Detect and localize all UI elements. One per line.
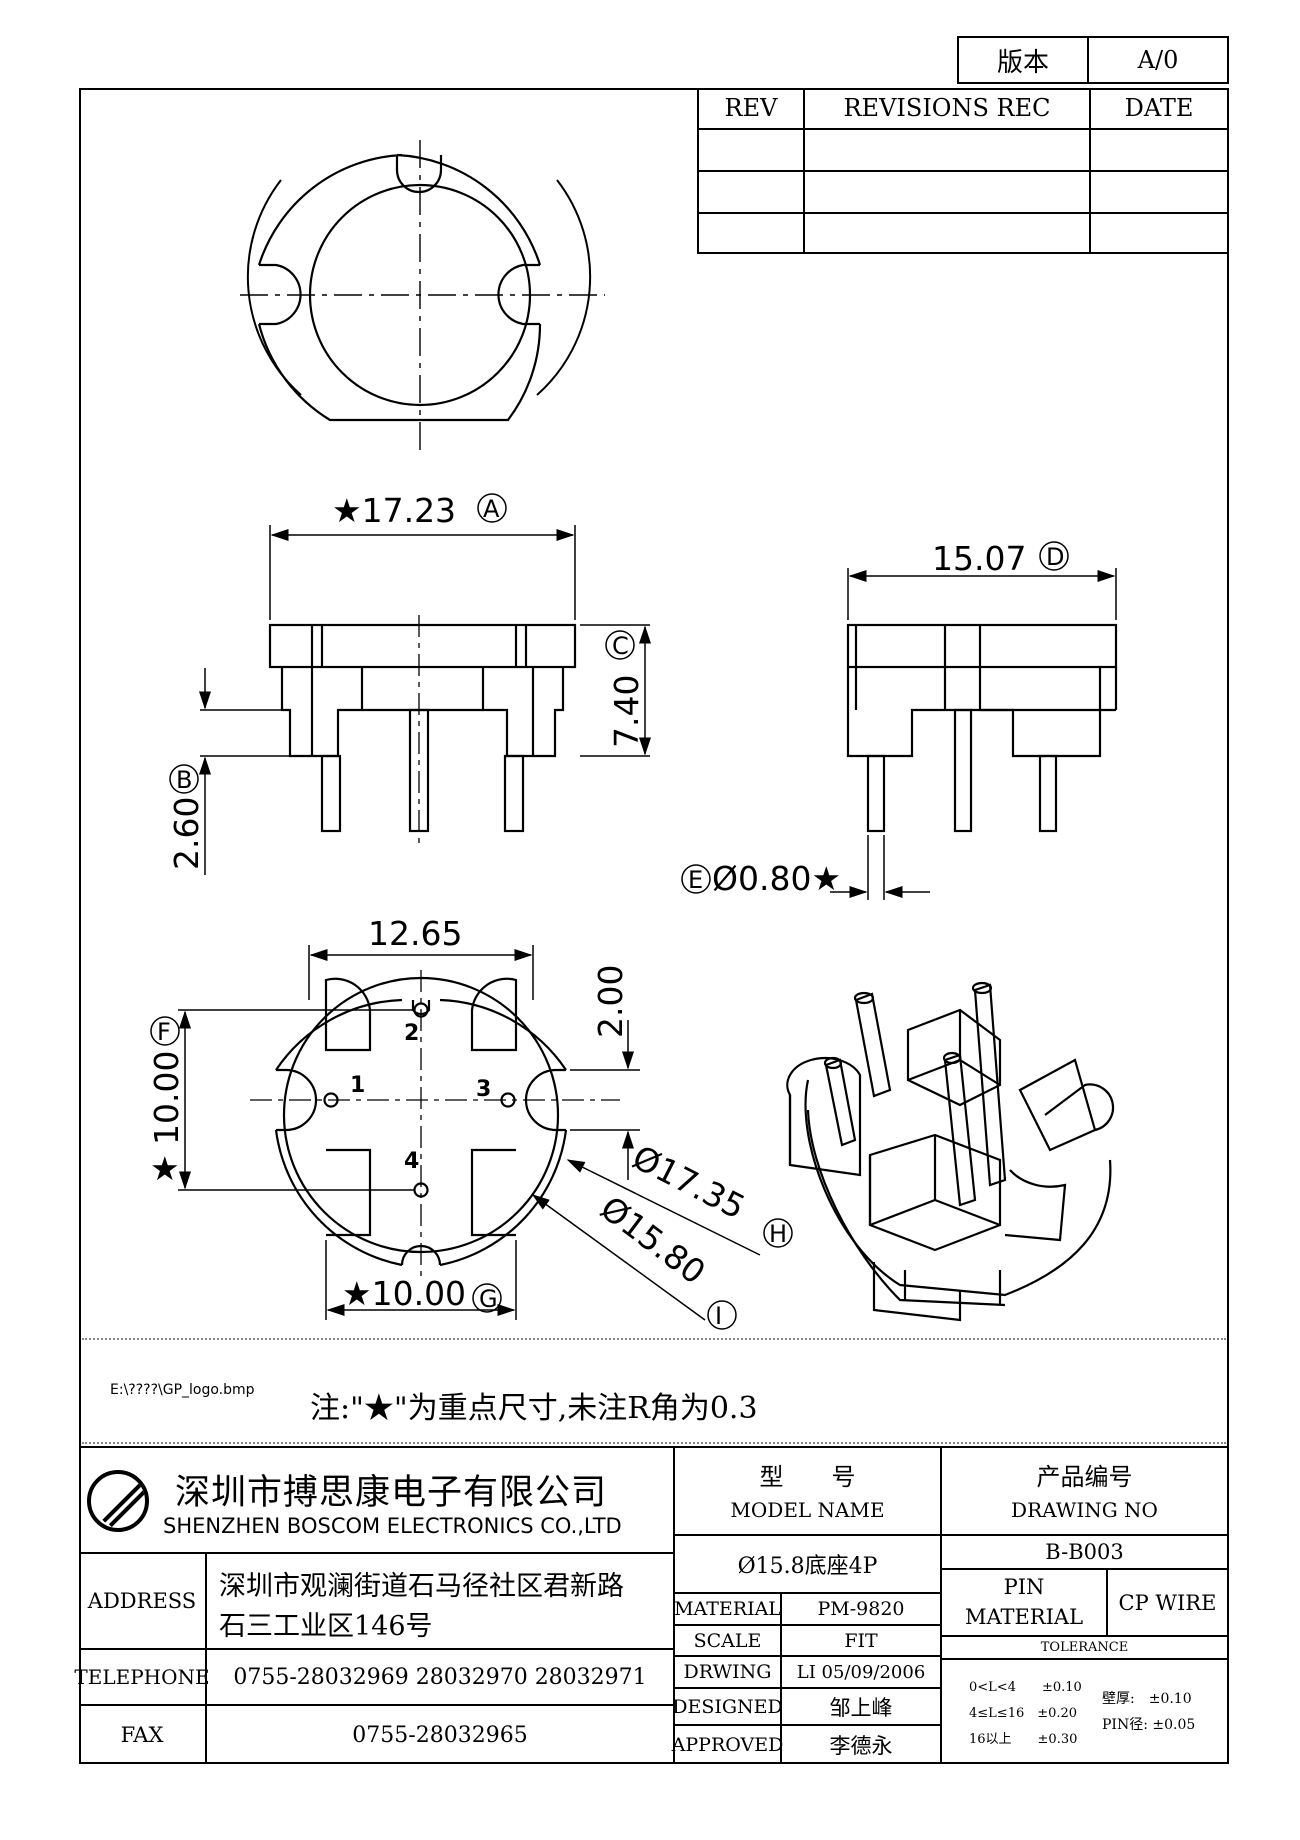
telephone-value: 0755-28032969 28032970 28032971	[233, 1664, 647, 1690]
tolerance-row-2: 4≤L≤16 ±0.20	[969, 1706, 1078, 1721]
dim-c-text: 7.40	[607, 675, 646, 748]
scale-value: FIT	[844, 1629, 878, 1652]
dim-width-bottom: 12.65	[368, 914, 462, 953]
front-view	[268, 615, 577, 845]
dimension-lines	[150, 493, 1117, 1330]
dim-c-tag: C	[612, 632, 629, 660]
isometric-view	[786, 981, 1115, 1322]
dim-a-text: ★17.23	[332, 491, 456, 530]
designed-label: DESIGNED	[672, 1695, 783, 1718]
material-label: MATERIAL	[674, 1598, 781, 1620]
revisions-rec-header: REVISIONS REC	[805, 88, 1091, 130]
dashed-rule	[82, 1338, 1226, 1340]
pin-material-label1: PIN	[1003, 1575, 1045, 1599]
address-line2: 石三工业区146号	[219, 1611, 433, 1642]
pin-4-label: 4	[404, 1149, 419, 1174]
dim-a-tag: A	[483, 495, 500, 523]
drawing-frame	[79, 88, 1229, 1764]
side-view	[846, 623, 1118, 833]
pin-1-label: 1	[350, 1073, 365, 1098]
dim-g-text: ★10.00	[342, 1274, 466, 1313]
fax-label: FAX	[120, 1723, 164, 1747]
tolerance-label: TOLERANCE	[1040, 1640, 1129, 1655]
dim-d-tag: D	[1046, 543, 1064, 571]
revisions-table: REV REVISIONS REC DATE	[697, 88, 1229, 254]
dim-e-text: Ø0.80★	[712, 859, 841, 898]
dim-h-tag: H	[769, 1220, 787, 1248]
drwing-value: LI 05/09/2006	[796, 1661, 926, 1683]
approved-label: APPROVED	[671, 1734, 784, 1756]
dashed-rule-2	[82, 1442, 1226, 1444]
tolerance-wall: 壁厚: ±0.10	[1102, 1691, 1192, 1707]
pin-material-label2: MATERIAL	[964, 1605, 1084, 1629]
pin-3-label: 3	[476, 1077, 491, 1102]
model-label-cn: 型 号	[759, 1462, 856, 1491]
technical-drawing: ★17.23 A 7.40 C 2.60 B 15.07 D Ø0.80★ E …	[147, 140, 1118, 1330]
company-name-en: SHENZHEN BOSCOM ELECTRONICS CO.,LTD	[163, 1514, 622, 1538]
logo-path: E:\????\GP_logo.bmp	[110, 1382, 255, 1398]
tolerance-pin: PIN径: ±0.05	[1102, 1717, 1196, 1733]
address-line1: 深圳市观澜街道石马径社区君新路	[219, 1571, 624, 1602]
dim-b-tag: B	[176, 766, 192, 794]
tolerance-row-3: 16以上 ±0.30	[969, 1732, 1078, 1747]
telephone-label: TELEPHONE	[74, 1665, 210, 1689]
dim-slot-text: 2.00	[591, 965, 630, 1038]
dim-f-tag: F	[157, 1018, 171, 1046]
material-value: PM-9820	[817, 1598, 905, 1620]
top-view	[240, 140, 605, 450]
dim-e-tag: E	[688, 866, 703, 894]
designed-value: 邹上峰	[829, 1695, 893, 1720]
dim-g-tag: G	[479, 1285, 498, 1313]
dim-i-tag: I	[715, 1302, 722, 1330]
version-box: 版本 A/0	[957, 36, 1229, 84]
drawing-label-cn: 产品编号	[1036, 1462, 1133, 1491]
drawing-value: B-B003	[1045, 1540, 1124, 1564]
dim-b-text: 2.60	[167, 797, 206, 870]
tolerance-row-1: 0<L<4 ±0.10	[969, 1680, 1082, 1695]
approved-value: 李德永	[829, 1734, 893, 1758]
rev-header: REV	[699, 88, 805, 130]
note-text: 注:"★"为重点尺寸,未注R角为0.3	[310, 1391, 758, 1426]
version-value: A/0	[1137, 46, 1179, 74]
drawing-label-en: DRAWING NO	[1011, 1498, 1158, 1522]
dim-d-text: 15.07	[932, 539, 1026, 578]
dim-f-star: ★	[150, 1149, 180, 1188]
drwing-label: DRWING	[683, 1661, 772, 1683]
pin-2-label: 2	[404, 1021, 419, 1046]
version-label: 版本	[959, 38, 1089, 82]
address-label: ADDRESS	[87, 1589, 197, 1613]
scale-label: SCALE	[693, 1629, 762, 1652]
date-header: DATE	[1091, 88, 1227, 130]
model-label-en: MODEL NAME	[730, 1498, 885, 1522]
model-value: Ø15.8底座4P	[737, 1554, 878, 1579]
dim-f-text: 10.00	[147, 1051, 186, 1145]
bottom-view	[250, 970, 620, 1280]
pin-material-value: CP WIRE	[1118, 1590, 1217, 1615]
company-name-cn: 深圳市搏思康电子有限公司	[175, 1473, 608, 1513]
company-logo	[87, 1470, 149, 1532]
title-block: 深圳市搏思康电子有限公司 SHENZHEN BOSCOM ELECTRONICS…	[74, 1446, 1229, 1764]
fax-value: 0755-28032965	[352, 1722, 528, 1748]
